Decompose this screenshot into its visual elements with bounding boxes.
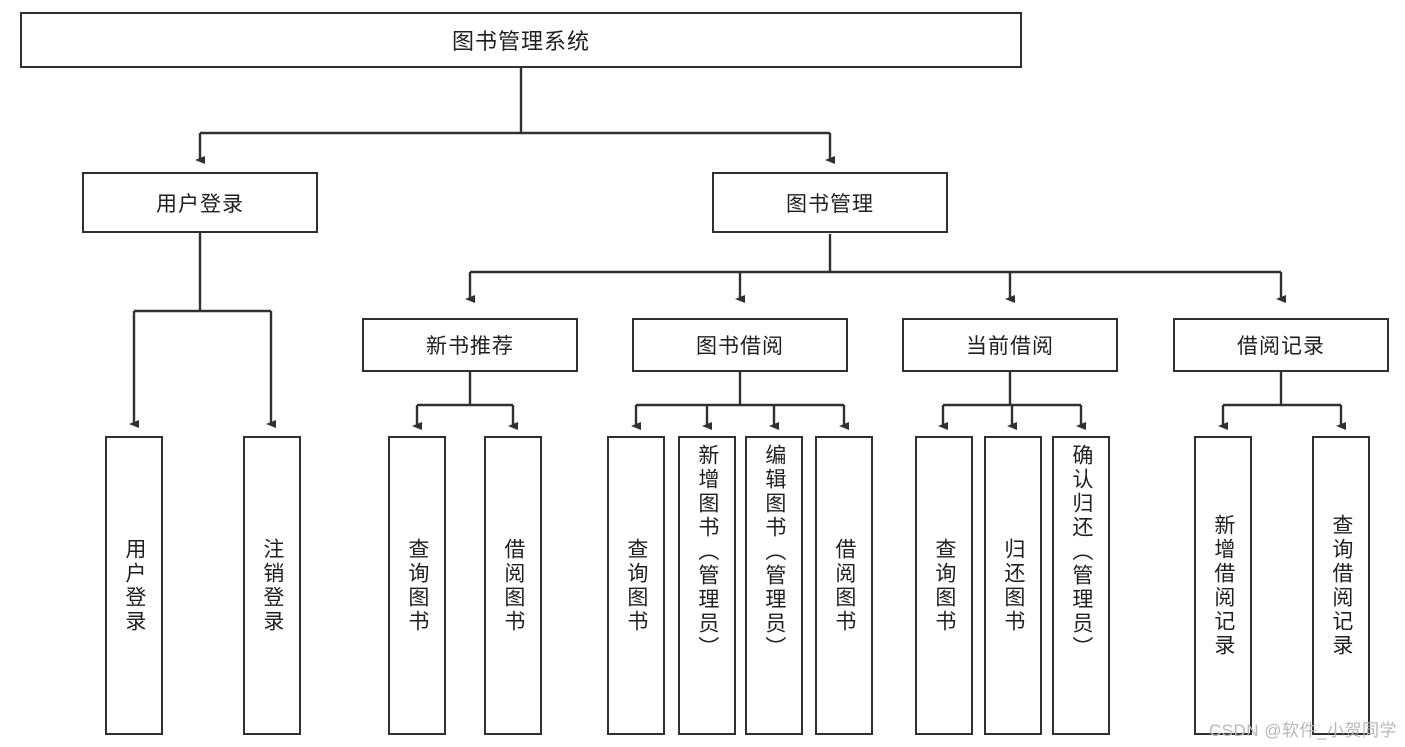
node-book-borrow[interactable]: 图书借阅: [632, 318, 848, 372]
leaf-current-confirm-return-label: 确认归还（管理员）: [1069, 444, 1093, 660]
leaf-borrow-borrow-book[interactable]: 借阅图书: [815, 436, 873, 735]
leaf-borrow-edit-book-label: 编辑图书（管理员）: [762, 444, 786, 660]
node-root[interactable]: 图书管理系统: [20, 12, 1022, 68]
node-user-login-label: 用户登录: [156, 192, 244, 216]
leaf-current-query-book[interactable]: 查询图书: [915, 436, 973, 735]
leaf-user-login-login[interactable]: 用户登录: [105, 436, 163, 735]
leaf-borrow-add-book[interactable]: 新增图书（管理员）: [678, 436, 736, 735]
leaf-borrow-query-book[interactable]: 查询图书: [607, 436, 665, 735]
leaf-new-book-query-label: 查询图书: [405, 537, 429, 634]
leaf-current-query-book-label: 查询图书: [932, 537, 956, 634]
leaf-records-query-record[interactable]: 查询借阅记录: [1312, 436, 1370, 735]
leaf-current-confirm-return[interactable]: 确认归还（管理员）: [1052, 436, 1110, 735]
node-book-borrow-label: 图书借阅: [696, 335, 784, 358]
leaf-user-login-logout-label: 注销登录: [260, 537, 284, 634]
leaf-user-login-logout[interactable]: 注销登录: [243, 436, 301, 735]
leaf-new-book-borrow[interactable]: 借阅图书: [484, 436, 542, 735]
node-current-borrow-label: 当前借阅: [966, 335, 1054, 358]
node-borrow-records-label: 借阅记录: [1237, 335, 1325, 358]
leaf-records-query-record-label: 查询借阅记录: [1329, 513, 1353, 658]
node-new-book-recommend-label: 新书推荐: [426, 335, 514, 358]
leaf-user-login-login-label: 用户登录: [122, 537, 146, 634]
leaf-borrow-edit-book[interactable]: 编辑图书（管理员）: [745, 436, 803, 735]
leaf-borrow-query-book-label: 查询图书: [624, 537, 648, 634]
node-current-borrow[interactable]: 当前借阅: [902, 318, 1118, 372]
node-book-management[interactable]: 图书管理: [712, 172, 948, 233]
leaf-records-add-record-label: 新增借阅记录: [1211, 513, 1235, 658]
node-book-management-label: 图书管理: [786, 192, 874, 216]
node-new-book-recommend[interactable]: 新书推荐: [362, 318, 578, 372]
leaf-current-return-book-label: 归还图书: [1001, 537, 1025, 634]
csdn-watermark: CSDN @软件_小贺同学: [1208, 721, 1397, 740]
node-user-login[interactable]: 用户登录: [82, 172, 318, 233]
leaf-new-book-query[interactable]: 查询图书: [388, 436, 446, 735]
leaf-borrow-borrow-book-label: 借阅图书: [832, 537, 856, 634]
node-root-label: 图书管理系统: [451, 29, 590, 54]
leaf-borrow-add-book-label: 新增图书（管理员）: [695, 444, 719, 660]
leaf-current-return-book[interactable]: 归还图书: [984, 436, 1042, 735]
node-borrow-records[interactable]: 借阅记录: [1173, 318, 1389, 372]
leaf-records-add-record[interactable]: 新增借阅记录: [1194, 436, 1252, 735]
leaf-new-book-borrow-label: 借阅图书: [501, 537, 525, 634]
